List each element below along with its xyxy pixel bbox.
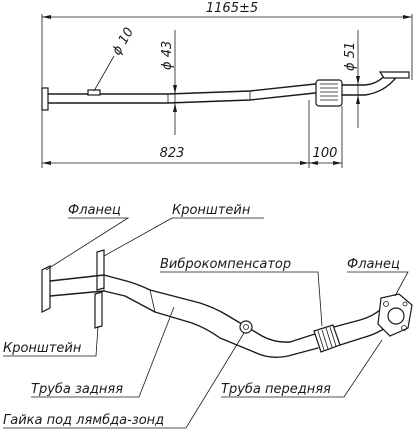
label-flange-right: Фланец [347,257,400,272]
iso-front-pipe-upper [333,305,385,328]
iso-right-flange [377,293,413,337]
top-lambda-boss [87,89,101,96]
label-bracket-bottom: Кронштейн [3,341,82,356]
dia-small-pipe-label: ϕ 10 [109,25,137,58]
label-vibro: Виброкомпенсатор [160,257,291,272]
top-view: 1165±5 ϕ 10 ϕ 43 [41,1,413,168]
overall-length-dimension: 1165±5 [41,1,413,92]
iso-bracket-top [96,249,105,291]
label-bracket-top: Кронштейн [172,203,251,218]
label-rear-pipe: Труба задняя [31,382,123,397]
length-b-label: 100 [313,146,338,161]
label-flange-left: Фланец [68,203,121,218]
length-a-label: 823 [160,146,185,161]
iso-view: Фланец Кронштейн Виброкомпенсатор Фланец… [3,203,413,429]
label-front-pipe: Труба передняя [221,382,331,397]
top-vibro-compensator [315,79,343,107]
iso-rear-pipe-lower [49,290,319,359]
top-right-flange [378,71,410,79]
dia-pipe-label: ϕ 43 [160,41,175,70]
overall-length-label: 1165±5 [206,1,258,16]
iso-left-flange [41,265,51,313]
iso-lambda-nut [239,320,253,334]
label-lambda-nut: Гайка под лямбда-зонд [3,413,164,428]
dia-outlet-label: ϕ 51 [343,42,358,71]
top-left-flange [41,87,49,111]
iso-bracket-bottom [94,291,103,329]
iso-rear-pipe-upper [49,274,319,343]
top-outlet-upper-edge [341,73,387,86]
